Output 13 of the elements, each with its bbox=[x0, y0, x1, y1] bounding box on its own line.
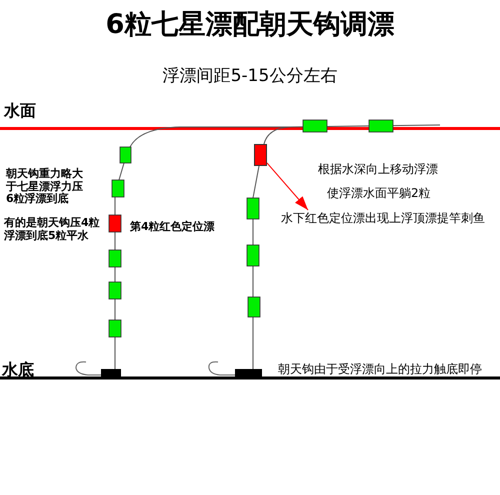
arrow bbox=[266, 162, 308, 210]
instruction-text: 根据水深向上移动浮漂 bbox=[318, 161, 438, 178]
note-text: 水下红色定位漂出现上浮顶漂提竿刺鱼 bbox=[281, 210, 485, 227]
subtitle: 浮漂间距5-15公分左右 bbox=[162, 65, 338, 87]
diagram-title: 6粒七星漂配朝天钩调漂 bbox=[104, 8, 396, 42]
float-bead bbox=[254, 144, 267, 166]
note-text: 朝天钩重力略大于七星漂浮力压6粒浮漂到底 bbox=[6, 168, 84, 206]
note-text: 有的是朝天钩压4粒浮漂到底5粒平水 bbox=[4, 216, 101, 242]
lake-bottom-label: 水底 bbox=[2, 360, 34, 381]
float-label: 第4粒红色定位漂 bbox=[130, 219, 215, 234]
instruction-text: 使浮漂水面平躺2粒 bbox=[327, 185, 431, 202]
note-text: 朝天钩由于受浮漂向上的拉力触底即停 bbox=[278, 361, 482, 378]
water-surface-label: 水面 bbox=[4, 101, 36, 122]
